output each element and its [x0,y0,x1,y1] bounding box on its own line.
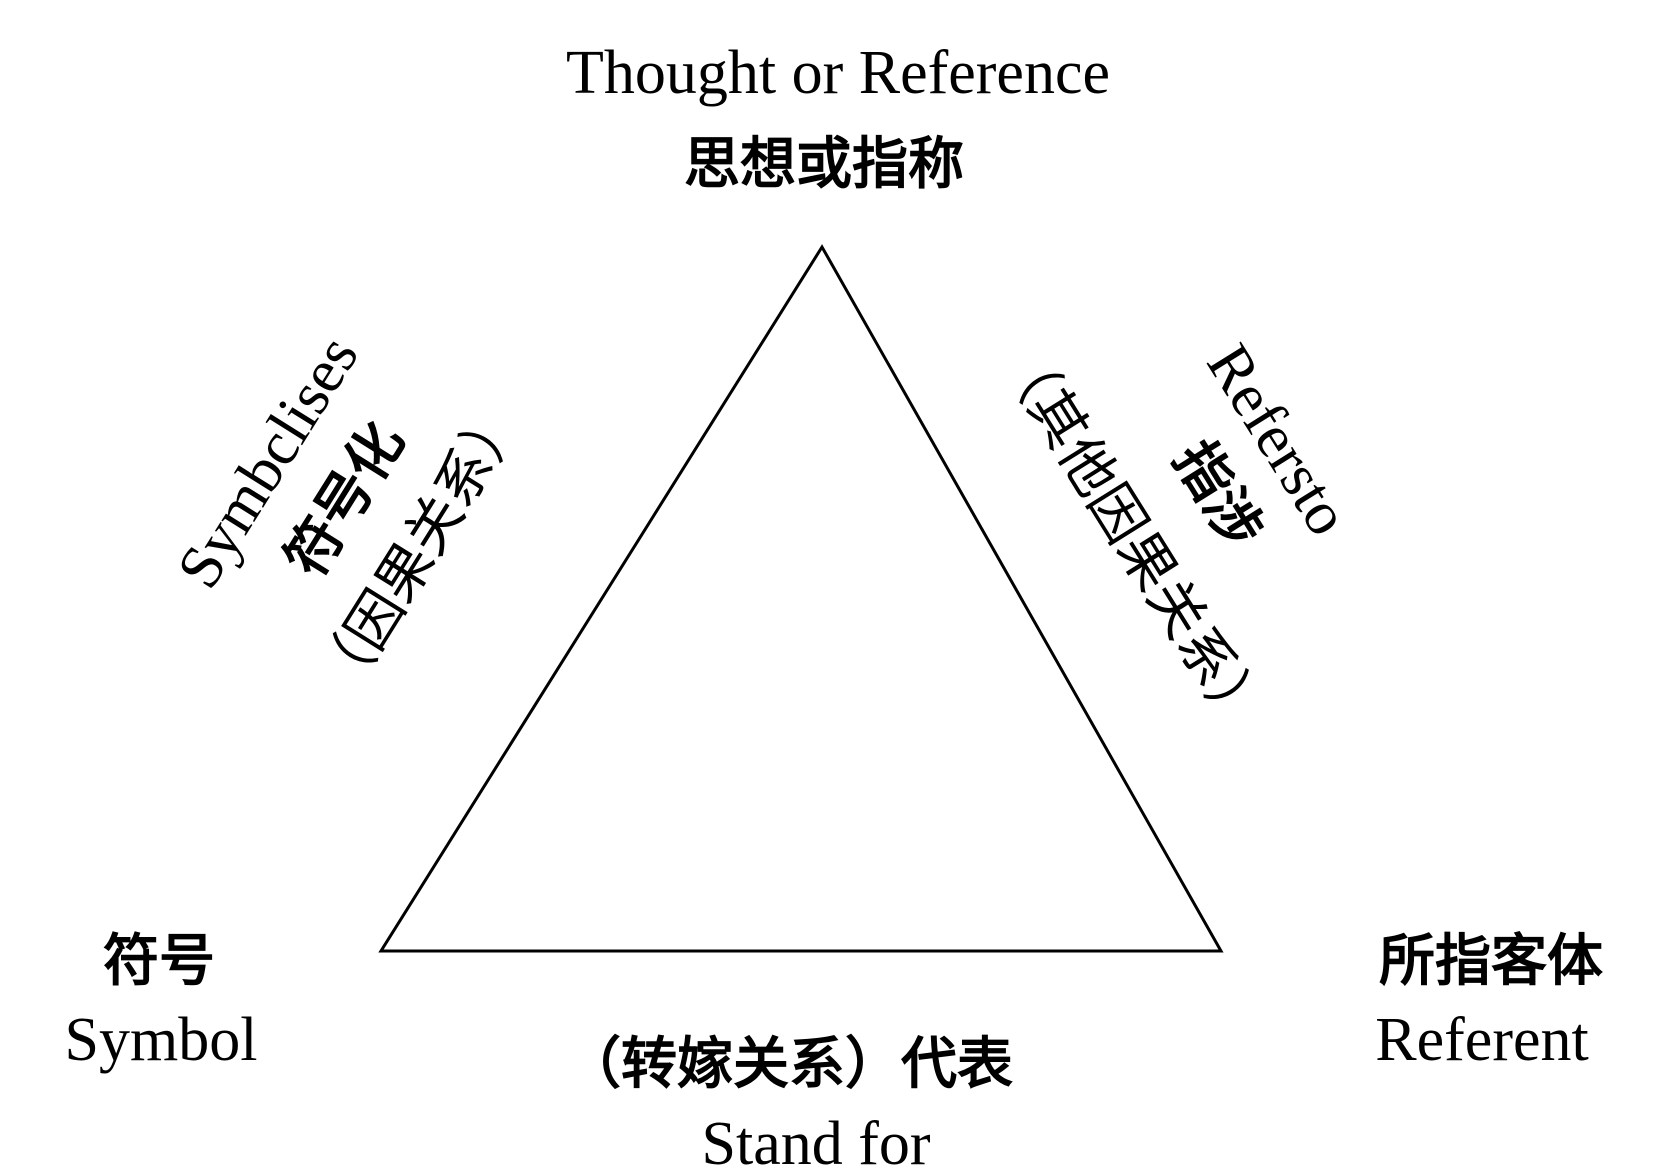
left-vertex-zh: 符号 [103,931,215,993]
bottom-edge-zh: （转嫁关系）代表 [565,1033,1013,1096]
top-label-en: Thought or Reference [566,39,1110,107]
left-vertex-en: Symbol [65,1006,258,1074]
top-label-zh: 思想或指称 [684,134,964,196]
bottom-edge-en: Stand for [701,1110,930,1175]
right-vertex-zh: 所指客体 [1379,931,1603,993]
right-vertex-en: Referent [1375,1006,1588,1074]
triangle [378,244,1224,953]
